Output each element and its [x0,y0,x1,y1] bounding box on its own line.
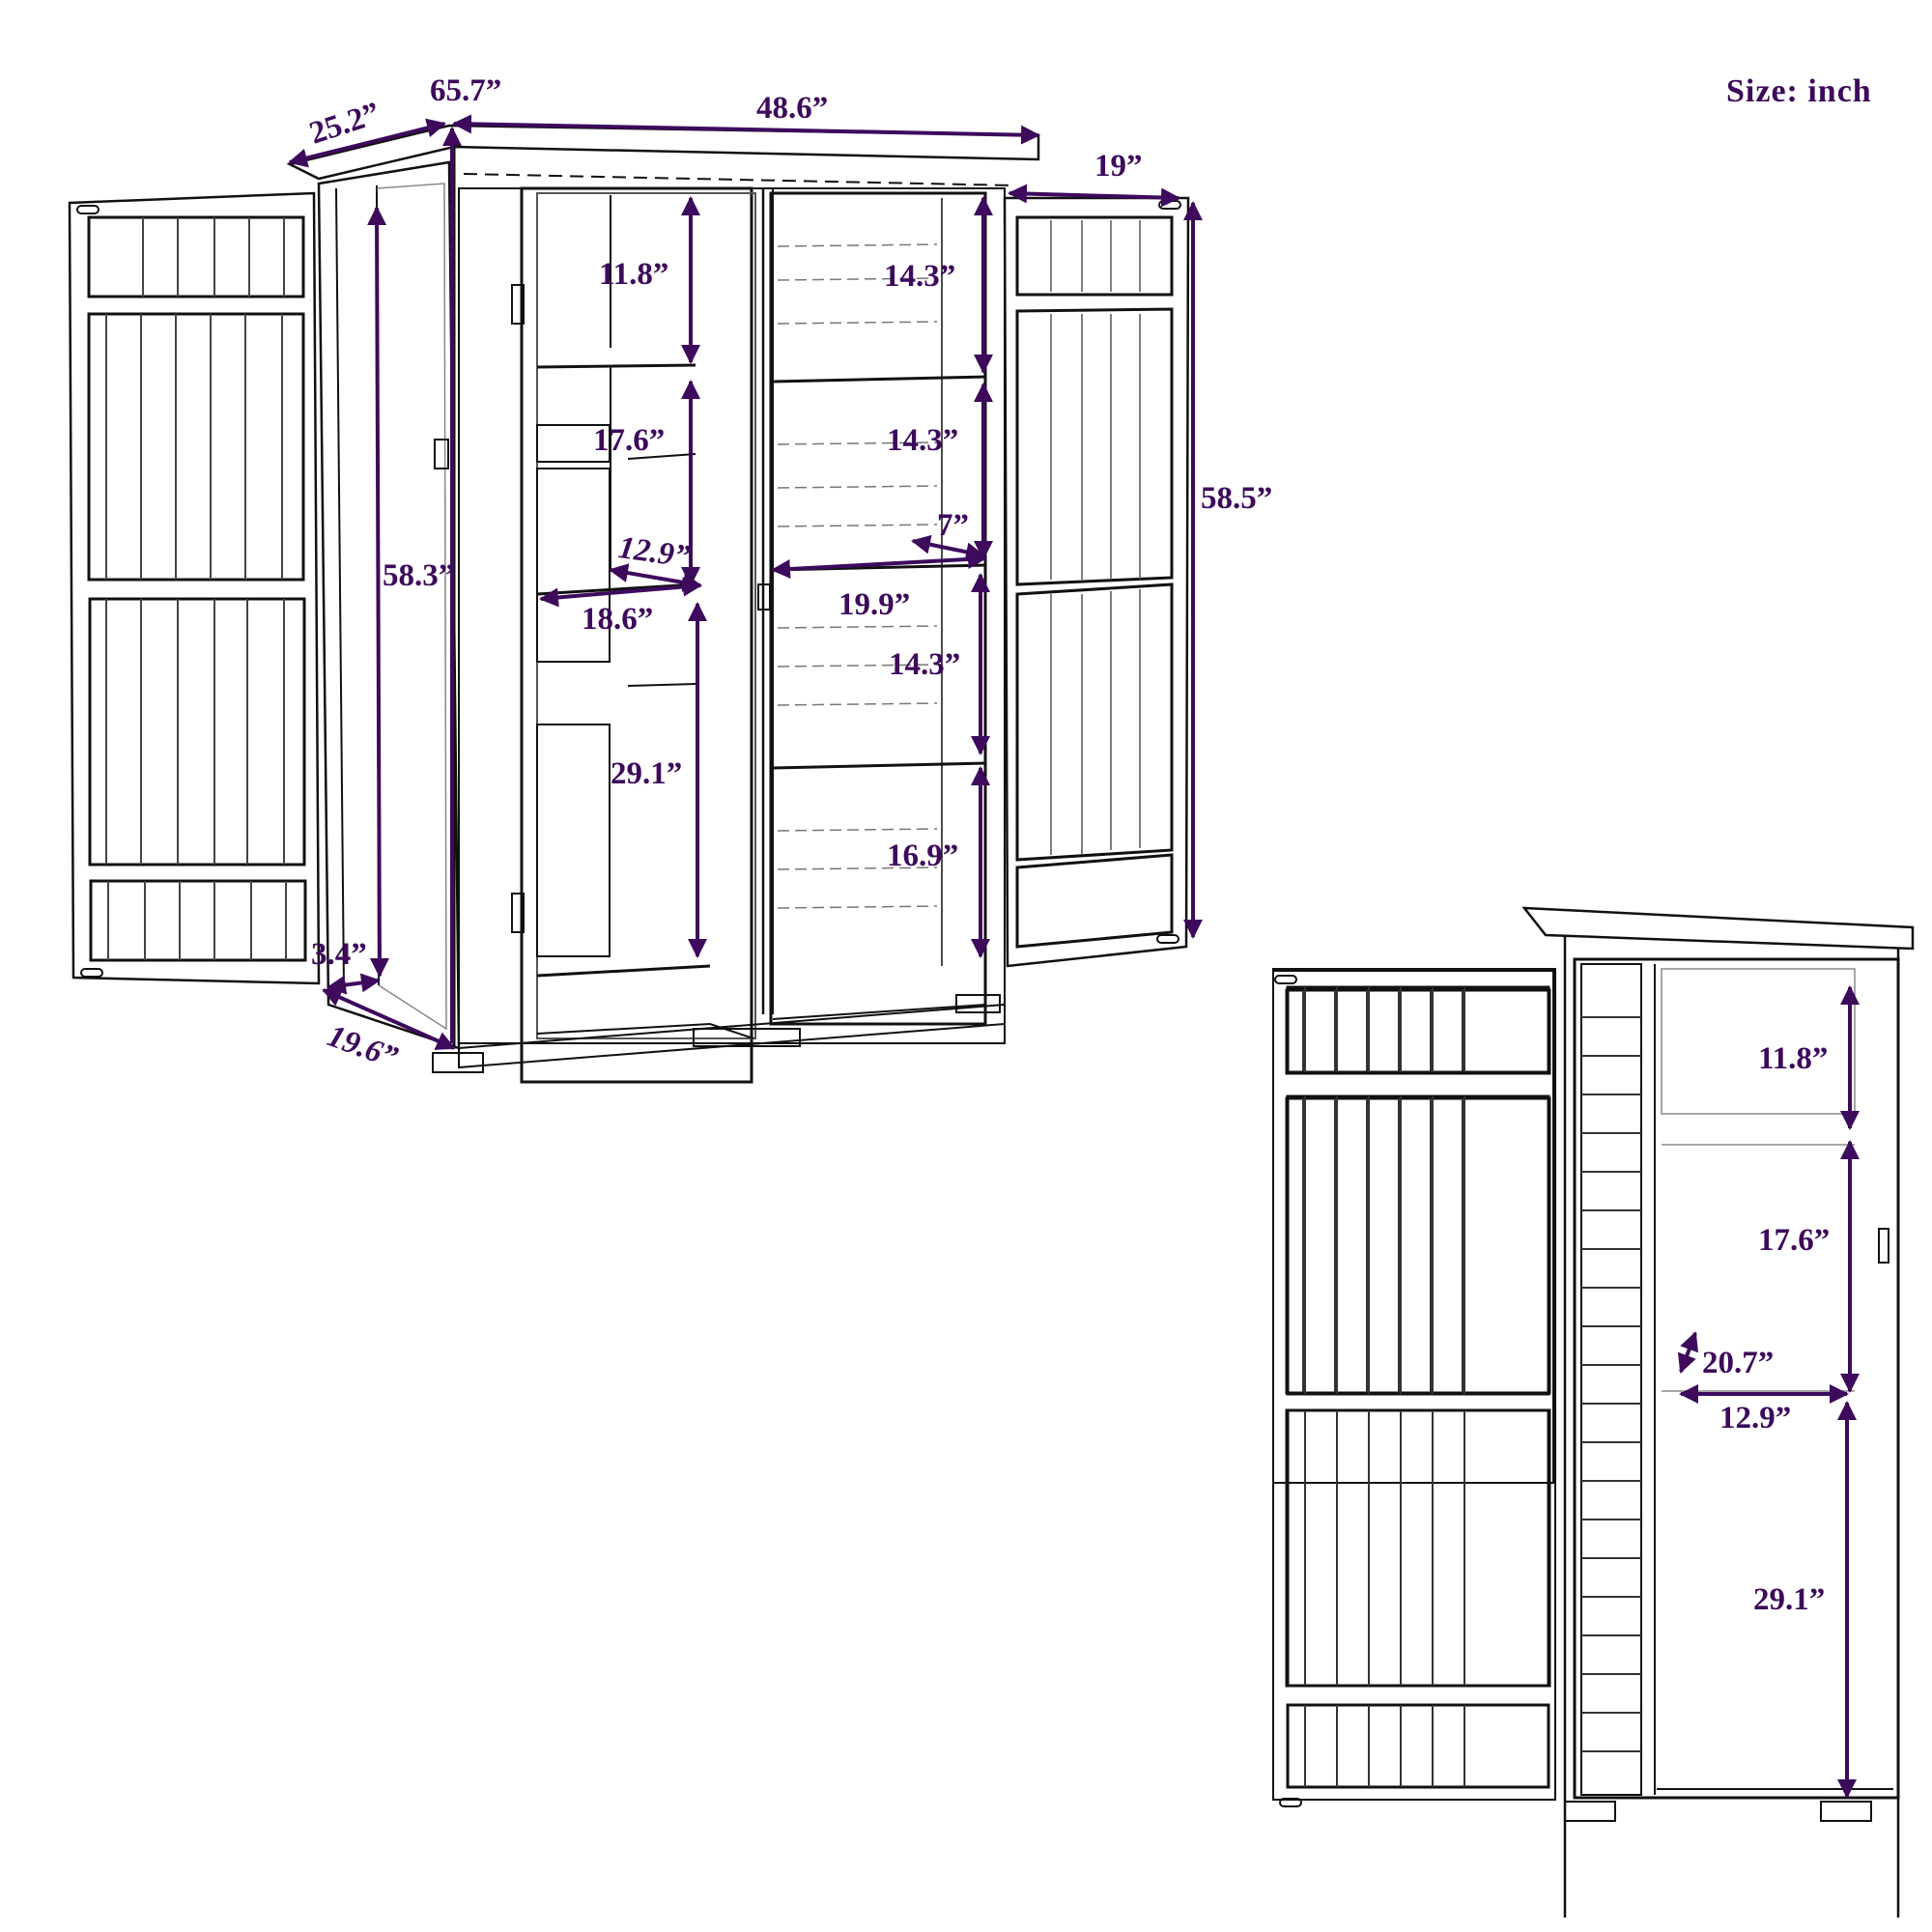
right-door [1003,196,1190,968]
front-view-dimension-lines [288,114,1203,1050]
dim-left-middle-shelf-gap: 17.6” [593,423,666,458]
side-dim-top-gap: 11.8” [1758,1041,1829,1076]
side-view-body [1272,906,1915,1918]
size-unit-note: Size: inch [1726,73,1872,109]
side-dim-shelf-depth: 20.7” [1702,1346,1775,1380]
dim-door-height: 58.5” [1201,481,1273,516]
dim-right-shelf-gap-2: 14.3” [887,423,959,458]
dim-overall-height: 65.7” [430,73,502,108]
dim-right-shelf-gap-1: 14.3” [884,259,956,294]
side-dim-shelf-width: 12.9” [1719,1401,1792,1435]
dim-right-shelf-gap-3: 14.3” [889,647,961,682]
side-view-dimension-lines [1677,985,1860,1799]
dim-right-shelf-width: 19.9” [838,587,911,622]
dim-overall-width: 48.6” [756,91,829,126]
side-dim-bottom-gap: 29.1” [1753,1582,1826,1617]
side-dim-middle-gap: 17.6” [1758,1223,1831,1258]
left-door [68,191,321,985]
dim-floor-lip: 3.4” [311,937,367,972]
dim-right-bottom-gap: 16.9” [887,838,959,873]
dim-left-bottom-gap: 29.1” [611,756,683,791]
dim-interior-height-left: 58.3” [383,558,455,593]
dim-left-top-shelf-gap: 11.8” [599,257,669,292]
dim-left-shelf-width: 18.6” [582,602,654,637]
dim-door-width: 19” [1094,149,1143,184]
dim-right-shelf-depth: 7” [937,508,969,543]
